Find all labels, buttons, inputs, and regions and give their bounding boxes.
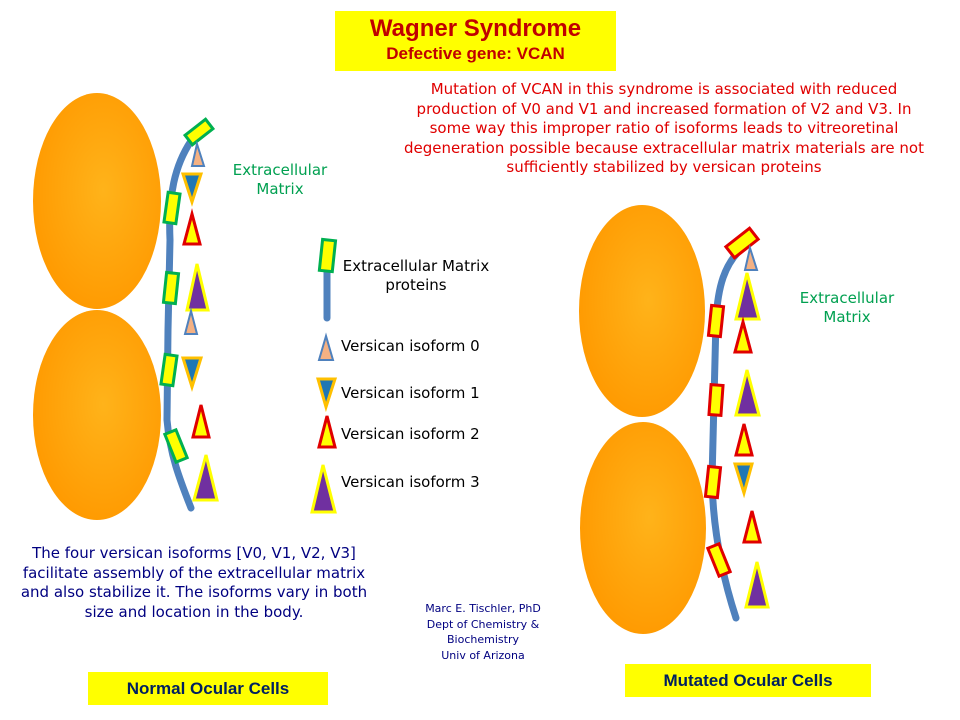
normal-ecm-protein bbox=[182, 117, 216, 147]
normal-cells-group bbox=[33, 93, 219, 520]
mutated-ecm-protein bbox=[703, 464, 723, 500]
legend-v2-icon bbox=[317, 415, 337, 449]
mutation-description: Mutation of VCAN in this syndrome is ass… bbox=[404, 80, 924, 176]
mutated-cell-bottom bbox=[580, 422, 706, 634]
normal-ecm-protein bbox=[162, 190, 182, 226]
legend-v1-label: Versican isoform 1 bbox=[341, 384, 480, 402]
normal-v3 bbox=[192, 454, 219, 502]
caption-normal-cells: Normal Ocular Cells bbox=[88, 672, 328, 705]
legend-symbols bbox=[310, 237, 338, 514]
mutated-ecm-protein bbox=[705, 541, 733, 579]
mutated-v3 bbox=[744, 561, 770, 609]
mutated-cells-group bbox=[579, 205, 770, 634]
normal-v3 bbox=[185, 263, 210, 312]
normal-cell-bottom bbox=[33, 310, 161, 520]
title-box: Wagner Syndrome Defective gene: VCAN bbox=[335, 11, 616, 71]
caption-mutated-cells: Mutated Ocular Cells bbox=[625, 664, 871, 697]
mutated-v3 bbox=[734, 369, 761, 417]
credit-line: Dept of Chemistry & bbox=[426, 617, 540, 631]
credit-line: Biochemistry bbox=[447, 633, 519, 646]
normal-cell-top bbox=[33, 93, 161, 309]
mutated-ecm-protein bbox=[723, 226, 761, 260]
legend-v3-icon bbox=[310, 464, 337, 514]
credit-line: Marc E. Tischler, PhD bbox=[425, 602, 541, 615]
mutated-v1 bbox=[732, 462, 754, 499]
ecm-label-normal: Extracellular Matrix bbox=[232, 161, 328, 198]
ecm-label-mutated: Extracellular Matrix bbox=[799, 289, 895, 326]
legend-v0-icon bbox=[317, 332, 335, 361]
normal-v1 bbox=[180, 356, 204, 393]
legend-ecm-protein-icon bbox=[317, 237, 338, 274]
legend-v0-label: Versican isoform 0 bbox=[341, 337, 480, 355]
legend-v3-label: Versican isoform 3 bbox=[341, 473, 480, 491]
mutated-cell-top bbox=[579, 205, 705, 417]
mutated-v3 bbox=[734, 272, 761, 321]
normal-ecm-protein bbox=[162, 427, 190, 465]
page-title: Wagner Syndrome bbox=[369, 15, 582, 42]
credit-line: Univ of Arizona bbox=[441, 648, 525, 662]
normal-v1 bbox=[180, 172, 204, 207]
normal-v0 bbox=[183, 307, 199, 335]
mutated-ecm-protein bbox=[706, 303, 726, 339]
mutated-v2 bbox=[742, 510, 762, 544]
mutated-v2 bbox=[734, 423, 754, 457]
legend-v2-label: Versican isoform 2 bbox=[341, 425, 480, 443]
isoform-description: The four versican isoforms [V0, V1, V2, … bbox=[20, 544, 368, 621]
normal-ecm-protein bbox=[159, 352, 179, 388]
mutated-v2 bbox=[733, 316, 753, 354]
normal-v0 bbox=[190, 140, 206, 167]
mutated-ecm-protein bbox=[707, 383, 725, 417]
mutated-v0 bbox=[743, 244, 759, 271]
page-subtitle: Defective gene: VCAN bbox=[386, 44, 565, 63]
normal-v2 bbox=[182, 208, 202, 246]
legend-ecm-proteins: Extracellular Matrix proteins bbox=[342, 257, 490, 294]
author-credit: Marc E. Tischler, PhD Dept of Chemistry … bbox=[398, 601, 568, 663]
normal-ecm-protein bbox=[161, 270, 181, 306]
normal-v2 bbox=[191, 404, 211, 439]
legend-v1-icon bbox=[316, 377, 338, 413]
